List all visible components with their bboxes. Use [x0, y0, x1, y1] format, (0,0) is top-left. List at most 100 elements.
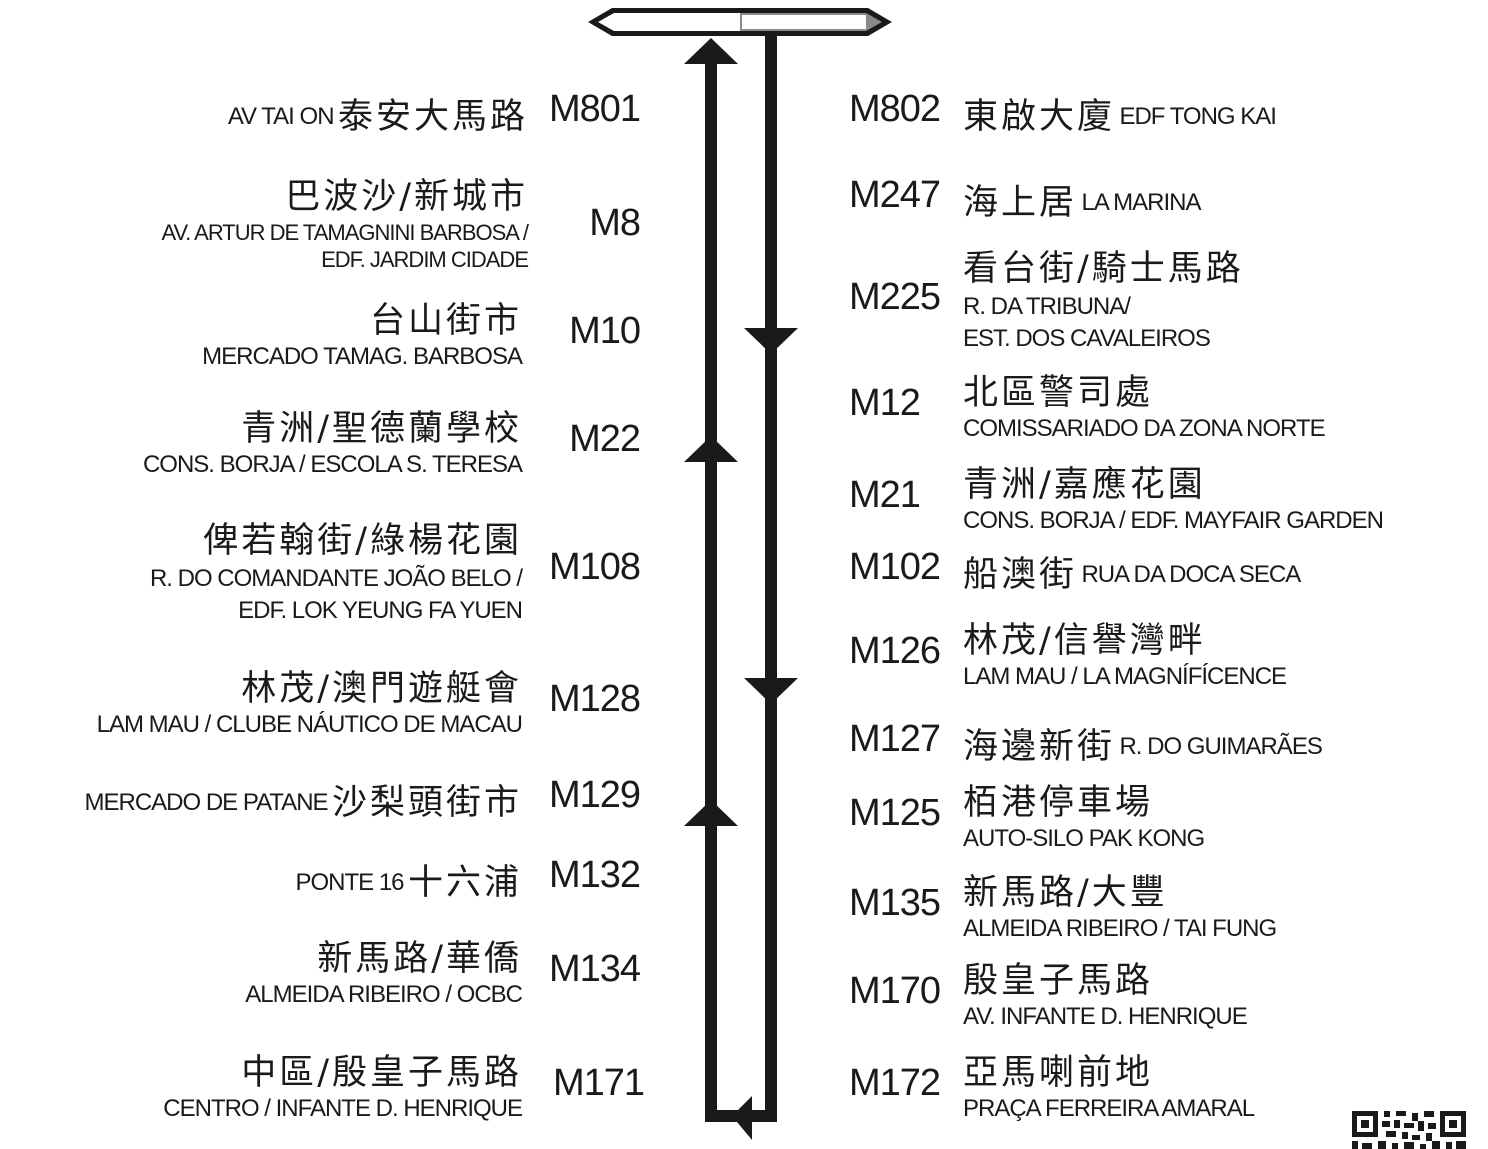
stop-name-pt: LAM MAU / LA MAGNÍFÍCENCE	[963, 663, 1287, 690]
stop-name-pt: AUTO-SILO PAK KONG	[963, 825, 1205, 852]
stop-m802: M802 東啟大廈 EDF TONG KAI	[849, 88, 1469, 138]
stop-name-cn: 台山街市	[369, 301, 522, 341]
stop-name-pt: LA MARINA	[1081, 189, 1201, 216]
stop-code: M108	[548, 546, 641, 588]
stop-code: M21	[849, 474, 921, 516]
terminal-bar	[588, 8, 892, 36]
stop-m225: M225 看台街/騎士馬路 R. DA TRIBUNA/ EST. DOS CA…	[849, 240, 1469, 352]
stop-code: M127	[849, 718, 941, 760]
stop-name-cn: 十六浦	[407, 863, 522, 903]
arrow-down-mid	[744, 328, 798, 354]
stop-m170: M170 殷皇子馬路 AV. INFANTE D. HENRIQUE	[849, 952, 1469, 1032]
stop-name-cn: 俾若翰街/綠楊花園	[203, 521, 522, 561]
stop-name-pt-2: EST. DOS CAVALEIROS	[963, 325, 1211, 352]
stop-name-cn: 青洲/聖德蘭學校	[241, 409, 522, 449]
stop-code: M172	[849, 1062, 941, 1104]
stop-name-cn: 亞馬喇前地	[963, 1053, 1154, 1093]
stop-name-pt: ALMEIDA RIBEIRO / TAI FUNG	[963, 915, 1277, 942]
stop-m129: MERCADO DE PATANE 沙梨頭街市 M129	[0, 774, 642, 824]
stop-code: M132	[548, 854, 641, 896]
stop-name-pt-1: R. DA TRIBUNA/	[963, 293, 1131, 320]
stop-code: M135	[849, 882, 941, 924]
stop-name-pt: MERCADO DE PATANE	[84, 789, 329, 816]
stop-code: M170	[849, 970, 941, 1012]
stop-m108: 俾若翰街/綠楊花園 R. DO COMANDANTE JOÃO BELO / E…	[0, 512, 641, 624]
stop-name-cn: 新馬路/大豐	[963, 873, 1168, 913]
line-downward	[744, 36, 798, 1122]
stop-m801: AV TAI ON 泰安大馬路 M801	[0, 88, 641, 138]
stop-name-cn: 沙梨頭街市	[331, 783, 522, 823]
stop-name-cn: 中區/殷皇子馬路	[241, 1053, 522, 1093]
stop-name-pt: RUA DA DOCA SECA	[1081, 561, 1301, 588]
stop-m171: 中區/殷皇子馬路 CENTRO / INFANTE D. HENRIQUE M1…	[0, 1044, 645, 1124]
stop-code: M801	[548, 88, 641, 130]
stop-code: M802	[849, 88, 941, 130]
stop-name-cn: 殷皇子馬路	[963, 961, 1154, 1001]
stop-name-cn: 看台街/騎士馬路	[963, 249, 1244, 289]
stop-name-pt: PRAÇA FERREIRA AMARAL	[963, 1095, 1255, 1122]
stop-name-cn: 栢港停車場	[963, 783, 1154, 823]
stop-m247: M247 海上居 LA MARINA	[849, 174, 1469, 224]
stop-code: M247	[849, 174, 941, 216]
stop-m126: M126 林茂/信譽灣畔 LAM MAU / LA MAGNÍFÍCENCE	[849, 612, 1469, 692]
stop-m132: PONTE 16 十六浦 M132	[0, 854, 641, 904]
stop-name-cn: 船澳街	[963, 555, 1078, 595]
stop-code: M134	[548, 948, 641, 990]
stop-name-cn: 林茂/澳門遊艇會	[241, 669, 522, 709]
stop-code: M102	[849, 546, 941, 588]
arrow-left-bottom	[732, 1096, 752, 1140]
stop-name-pt-1: R. DO COMANDANTE JOÃO BELO /	[149, 565, 523, 592]
stop-m125: M125 栢港停車場 AUTO-SILO PAK KONG	[849, 774, 1469, 854]
stop-name-pt: LAM MAU / CLUBE NÁUTICO DE MACAU	[96, 711, 523, 738]
arrow-up-top	[684, 38, 738, 64]
arrow-up-mid	[684, 436, 738, 462]
stop-m22: 青洲/聖德蘭學校 CONS. BORJA / ESCOLA S. TERESA …	[0, 400, 641, 480]
stop-code: M129	[548, 774, 641, 816]
loop-bottom	[705, 1096, 777, 1140]
stop-m127: M127 海邊新街 R. DO GUIMARÃES	[849, 718, 1469, 768]
stop-name-pt: MERCADO TAMAG. BARBOSA	[202, 343, 523, 370]
line-upward	[684, 38, 738, 1122]
qr-code-icon	[1352, 1111, 1466, 1149]
stop-code: M126	[849, 630, 941, 672]
arrow-down-low	[744, 678, 798, 704]
stop-name-pt: CONS. BORJA / ESCOLA S. TERESA	[142, 451, 523, 478]
stop-name-pt-2: EDF. LOK YEUNG FA YUEN	[238, 597, 523, 624]
stop-code: M8	[589, 202, 641, 244]
stop-code: M10	[569, 310, 641, 352]
stop-name-cn: 巴波沙/新城市	[285, 177, 528, 217]
stop-name-pt: AV. INFANTE D. HENRIQUE	[963, 1003, 1248, 1030]
stop-m21: M21 青洲/嘉應花園 CONS. BORJA / EDF. MAYFAIR G…	[849, 456, 1479, 536]
stop-name-pt-1: AV. ARTUR DE TAMAGNINI BARBOSA /	[161, 220, 529, 245]
stop-name-cn: 北區警司處	[963, 373, 1154, 413]
stop-m12: M12 北區警司處 COMISSARIADO DA ZONA NORTE	[849, 364, 1469, 444]
stop-name-pt: COMISSARIADO DA ZONA NORTE	[963, 415, 1326, 442]
stop-name-pt: AV TAI ON	[227, 103, 335, 130]
stop-m134: 新馬路/華僑 ALMEIDA RIBEIRO / OCBC M134	[0, 930, 641, 1010]
stop-name-cn: 東啟大廈	[963, 97, 1116, 137]
stop-name-cn: 泰安大馬路	[337, 97, 528, 137]
stop-code: M225	[849, 276, 941, 318]
stop-name-cn: 海上居	[963, 183, 1078, 223]
stop-m135: M135 新馬路/大豐 ALMEIDA RIBEIRO / TAI FUNG	[849, 864, 1469, 944]
stop-name-pt-2: EDF. JARDIM CIDADE	[321, 247, 529, 272]
stop-name-cn: 林茂/信譽灣畔	[963, 621, 1206, 661]
stop-m172: M172 亞馬喇前地 PRAÇA FERREIRA AMARAL	[849, 1044, 1469, 1124]
arrow-up-low	[684, 800, 738, 826]
stop-code: M125	[849, 792, 941, 834]
stop-name-pt: CENTRO / INFANTE D. HENRIQUE	[163, 1095, 523, 1122]
stop-code: M128	[548, 678, 641, 720]
stop-name-pt: PONTE 16	[295, 869, 404, 896]
stop-name-cn: 新馬路/華僑	[317, 939, 522, 979]
stop-code: M12	[849, 382, 921, 424]
stop-name-pt: EDF TONG KAI	[1119, 103, 1276, 130]
stop-code: M171	[552, 1062, 645, 1104]
stop-name-pt: R. DO GUIMARÃES	[1119, 733, 1322, 760]
stop-m102: M102 船澳街 RUA DA DOCA SECA	[849, 546, 1469, 596]
stop-m128: 林茂/澳門遊艇會 LAM MAU / CLUBE NÁUTICO DE MACA…	[0, 660, 641, 740]
stop-name-cn: 海邊新街	[963, 727, 1116, 767]
stop-name-pt: ALMEIDA RIBEIRO / OCBC	[245, 981, 523, 1008]
stop-code: M22	[569, 418, 641, 460]
stop-name-cn: 青洲/嘉應花園	[963, 465, 1206, 505]
